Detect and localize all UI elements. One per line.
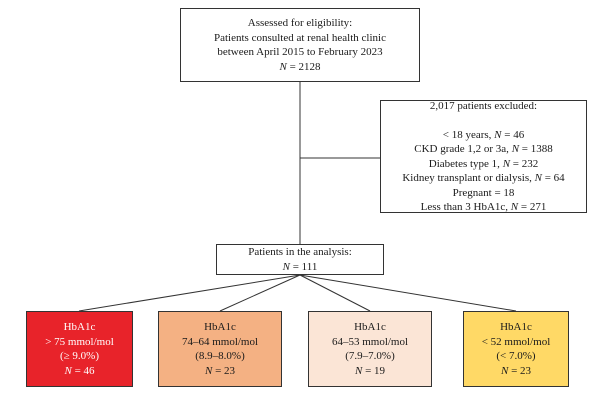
group-range: 74–64 mmol/mol	[181, 335, 259, 348]
group-label: HbA1c	[63, 321, 96, 333]
group-count: N = 46	[64, 364, 95, 377]
connector-to-group-0	[78, 274, 301, 312]
group-count: N = 19	[354, 364, 386, 377]
connector-to-group-3	[299, 274, 517, 312]
hba1c-group-box: HbA1c 74–64 mmol/mol (8.9–8.0%) N = 23	[158, 311, 282, 387]
n-symbol: N	[279, 60, 287, 73]
excluded-item: Kidney transplant or dialysis, N = 64	[402, 172, 565, 184]
group-percent: (≥ 9.0%)	[59, 350, 100, 362]
hba1c-group-box: HbA1c < 52 mmol/mol (< 7.0%) N = 23	[463, 311, 569, 387]
excluded-title: 2,017 patients excluded:	[429, 99, 538, 112]
assessed-line1: Patients consulted at renal health clini…	[214, 31, 386, 44]
group-label: HbA1c	[354, 321, 386, 333]
assessed-line2: between April 2015 to February 2023	[217, 46, 383, 58]
excluded-box: 2,017 patients excluded: < 18 years, N =…	[380, 100, 587, 213]
group-range: < 52 mmol/mol	[481, 335, 551, 348]
assessed-box: Assessed for eligibility: Patients consu…	[180, 8, 420, 82]
connector-to-group-2	[299, 274, 371, 312]
excluded-item: < 18 years, N = 46	[442, 128, 525, 141]
group-percent: (8.9–8.0%)	[195, 350, 245, 362]
excluded-spacer	[482, 113, 485, 128]
excluded-item: Pregnant = 18	[452, 186, 515, 199]
group-percent: (7.9–7.0%)	[345, 350, 395, 362]
excluded-item: Diabetes type 1, N = 232	[428, 157, 539, 170]
connector-to-group-1	[219, 274, 301, 312]
group-range: > 75 mmol/mol	[45, 335, 114, 348]
group-range: 64–53 mmol/mol	[331, 335, 409, 348]
analysis-title: Patients in the analysis:	[248, 246, 352, 258]
assessed-count: N = 2128	[279, 60, 320, 75]
group-label: HbA1c	[500, 321, 532, 333]
group-percent: (< 7.0%)	[496, 350, 536, 362]
n-value: = 2128	[286, 60, 321, 73]
hba1c-group-box: HbA1c > 75 mmol/mol (≥ 9.0%) N = 46	[26, 311, 133, 387]
group-count: N = 23	[500, 364, 532, 377]
analysis-box: Patients in the analysis: N = 111	[216, 244, 384, 275]
excluded-item: Less than 3 HbA1c, N = 271	[420, 201, 547, 213]
assessed-title: Assessed for eligibility:	[247, 17, 353, 29]
analysis-count: N = 111	[282, 260, 318, 273]
excluded-item: CKD grade 1,2 or 3a, N = 1388	[414, 143, 553, 155]
group-count: N = 23	[204, 364, 236, 377]
group-label: HbA1c	[204, 321, 236, 333]
hba1c-group-box: HbA1c 64–53 mmol/mol (7.9–7.0%) N = 19	[308, 311, 432, 387]
